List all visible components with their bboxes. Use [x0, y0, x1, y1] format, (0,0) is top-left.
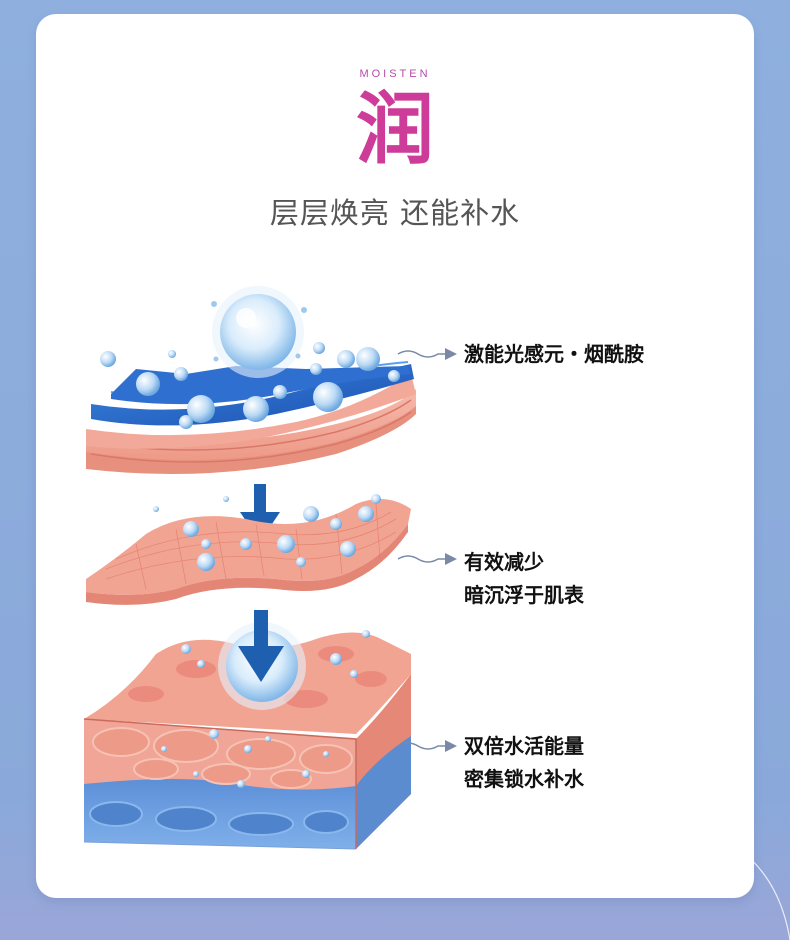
water-bubbles-top — [100, 342, 400, 429]
callout-label-hydration: 双倍水活能量 密集锁水补水 — [464, 730, 584, 796]
callout-line: 双倍水活能量 — [464, 734, 584, 758]
callout-line: 密集锁水补水 — [464, 767, 584, 791]
skin-layers-illustration — [83, 286, 457, 850]
eyebrow-text: MOISTEN — [359, 68, 431, 80]
water-bubbles-middle — [153, 494, 381, 571]
page-title: 润 — [355, 85, 434, 175]
content-card: MOISTEN 润 层层焕亮 还能补水 — [36, 14, 754, 898]
leader-arrow-icon — [397, 348, 457, 752]
water-sphere-icon — [211, 286, 307, 378]
callout-label-dullness: 有效减少 暗沉浮于肌表 — [464, 546, 584, 612]
callout-line: 激能光感元・烟酰胺 — [464, 342, 644, 366]
down-arrow-icon — [238, 610, 284, 682]
callout-line: 有效减少 — [464, 550, 544, 574]
callout-label-ingredients: 激能光感元・烟酰胺 — [464, 338, 644, 371]
page-subtitle: 层层焕亮 还能补水 — [269, 196, 521, 230]
water-bubbles-bottom — [161, 630, 370, 788]
callout-line: 暗沉浮于肌表 — [464, 583, 584, 607]
